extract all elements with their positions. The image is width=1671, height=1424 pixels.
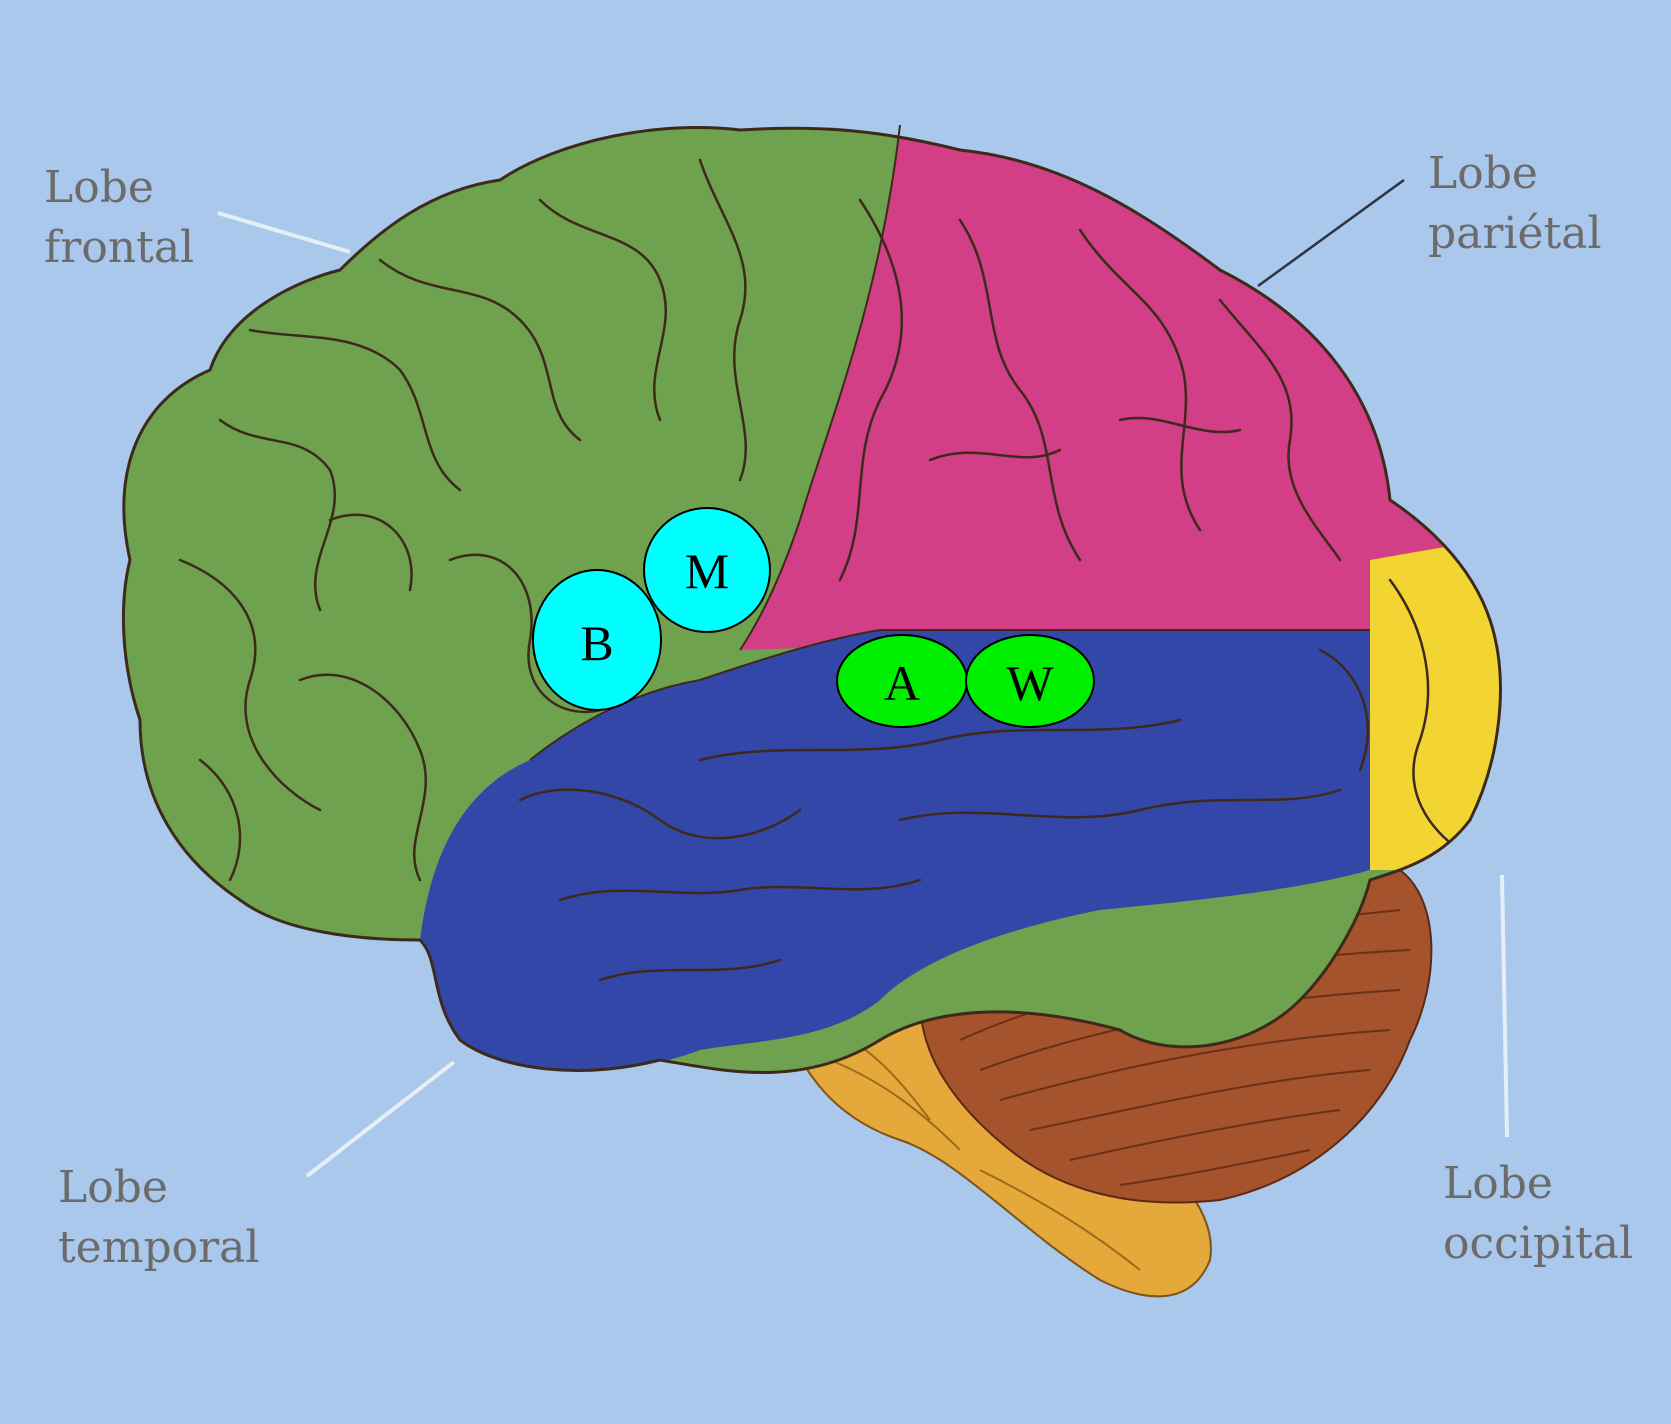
label-occipital-line1: Lobe: [1443, 1158, 1553, 1209]
marker-b-label: B: [580, 615, 613, 671]
marker-a-label: A: [884, 655, 920, 711]
label-parietal-line2: pariétal: [1428, 208, 1602, 259]
label-parietal-line1: Lobe: [1428, 148, 1538, 199]
label-occipital-line2: occipital: [1443, 1218, 1633, 1269]
label-temporal-line1: Lobe: [58, 1162, 168, 1213]
marker-b: B: [533, 570, 661, 710]
label-frontal-line1: Lobe: [44, 162, 154, 213]
marker-a: A: [837, 635, 967, 727]
marker-w: W: [966, 635, 1094, 727]
marker-m-label: M: [685, 543, 729, 599]
label-frontal-line2: frontal: [44, 222, 194, 273]
marker-w-label: W: [1006, 655, 1054, 711]
marker-m: M: [644, 508, 770, 632]
label-temporal-line2: temporal: [58, 1222, 259, 1273]
